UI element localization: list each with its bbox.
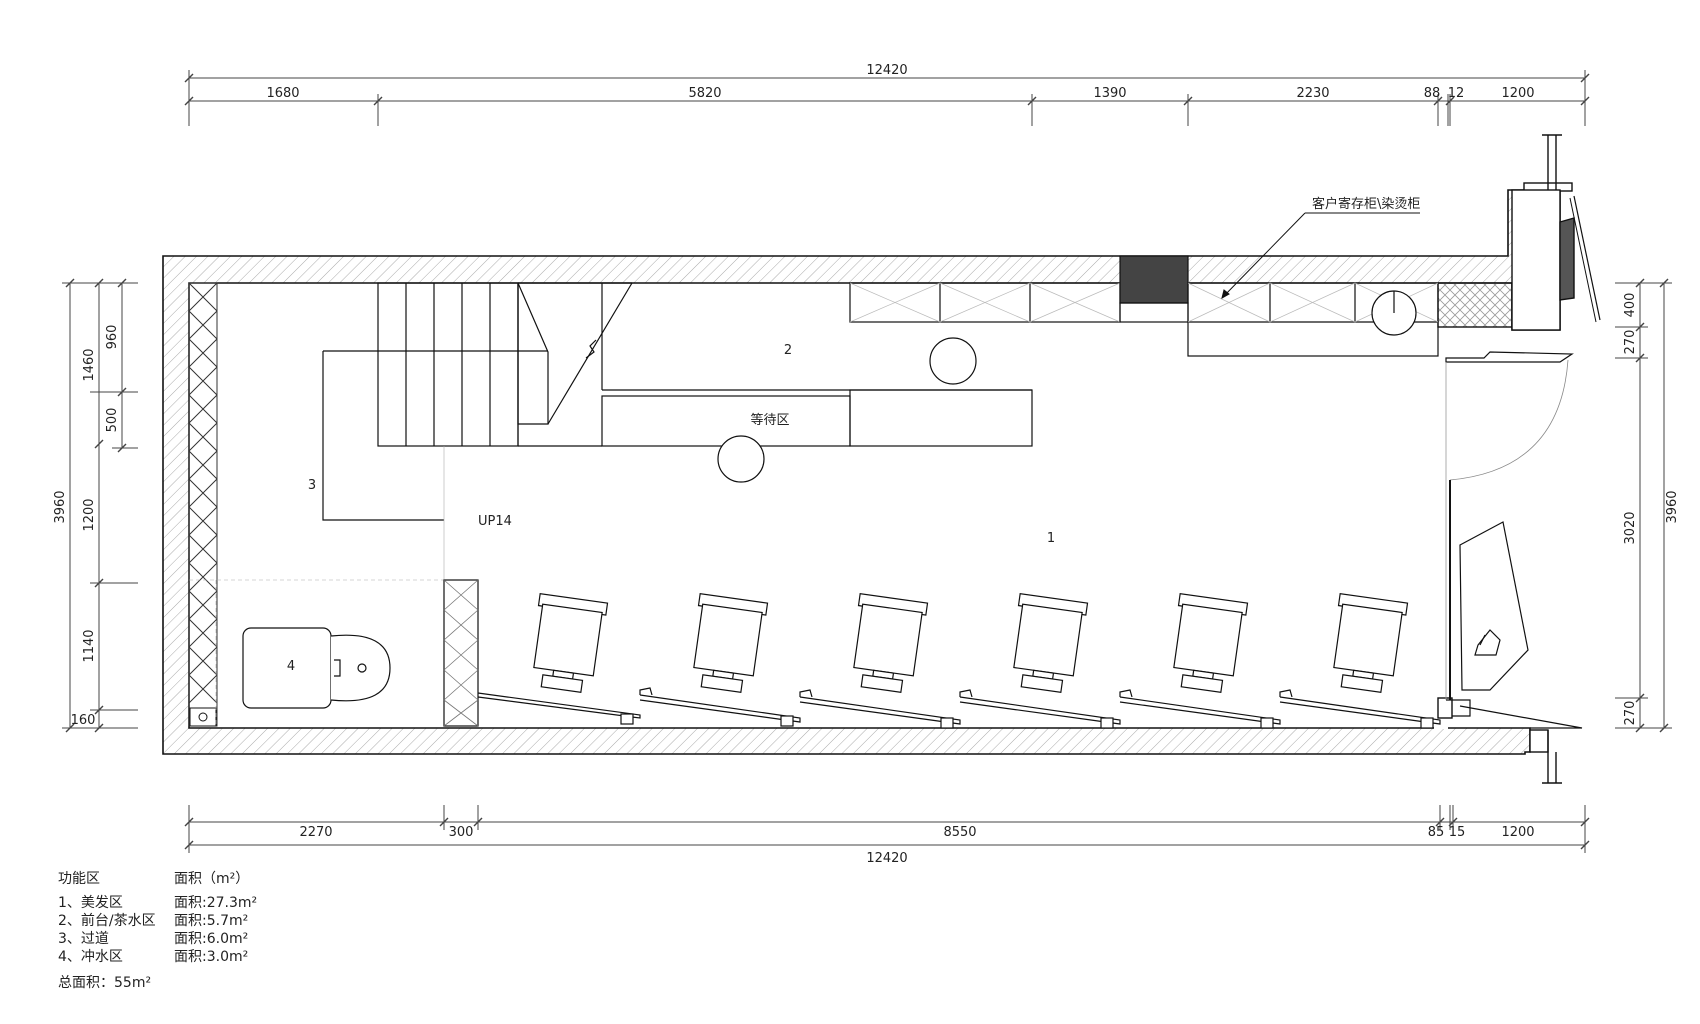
- top-dimension-chain: [184, 70, 1590, 126]
- dim-right-total: 3960: [1665, 490, 1680, 523]
- dim-bottom-1: 2270: [299, 825, 332, 840]
- zone-label-3: 3: [308, 478, 316, 493]
- staircase: [189, 282, 1032, 726]
- dim-left-1140: 1140: [82, 629, 97, 662]
- legend-zone: 4、冲水区: [58, 949, 123, 965]
- dim-bottom-4: 85: [1428, 825, 1445, 840]
- styling-chair: [1333, 592, 1409, 693]
- dim-left-1460: 1460: [82, 348, 97, 381]
- top-dimension-texts: 12420 1680 5820 1390 2230 88 12 1200: [266, 63, 1534, 101]
- dim-top-3: 1390: [1093, 86, 1126, 101]
- legend-header-zone: 功能区: [58, 871, 100, 887]
- dim-right-400: 400: [1623, 293, 1638, 318]
- legend-zone: 3、过道: [58, 931, 109, 947]
- entrance-column: [1437, 189, 1601, 719]
- left-dimension-chain: [62, 278, 138, 733]
- legend-zone: 1、美发区: [58, 895, 123, 911]
- dim-left-160: 160: [71, 713, 96, 728]
- legend-area: 面积:6.0m²: [174, 931, 249, 947]
- dim-top-6: 12: [1448, 86, 1465, 101]
- right-dimension-chain: [1615, 278, 1672, 733]
- legend-row: 1、美发区 面积:27.3m²: [58, 894, 257, 912]
- styling-chair: [533, 592, 609, 693]
- dim-bottom-6: 1200: [1501, 825, 1534, 840]
- bottom-dimension-chain: [184, 805, 1590, 853]
- styling-counters: [477, 687, 1441, 729]
- zone-label-2: 2: [784, 343, 792, 358]
- dim-bottom-5: 15: [1449, 825, 1466, 840]
- dim-top-4: 2230: [1296, 86, 1329, 101]
- reception-counter: [601, 337, 1033, 483]
- dim-top-2: 5820: [688, 86, 721, 101]
- dim-bottom-2: 300: [449, 825, 474, 840]
- legend-row: 4、冲水区 面积:3.0m²: [58, 948, 257, 966]
- front-desk: [1459, 521, 1529, 691]
- dim-left-960: 960: [105, 325, 120, 350]
- dim-right-270-top: 270: [1623, 330, 1638, 355]
- area-legend: 功能区 面积（m²） 1、美发区 面积:27.3m² 2、前台/茶水区 面积:5…: [58, 870, 257, 992]
- dim-left-1200: 1200: [82, 498, 97, 531]
- dim-left-total: 3960: [53, 490, 68, 523]
- bottom-dimension-texts: 2270 300 8550 85 15 1200 12420: [299, 825, 1534, 866]
- dim-top-7: 1200: [1501, 86, 1534, 101]
- left-dimension-texts: 3960 1460 1200 1140 160 960 500: [53, 325, 120, 728]
- entrance-walls: [1523, 134, 1573, 784]
- dim-top-5: 88: [1424, 86, 1441, 101]
- locker-callout-label: 客户寄存柜\染烫柜: [1312, 196, 1420, 212]
- left-storage-column: [188, 282, 218, 727]
- legend-row: 3、过道 面积:6.0m²: [58, 930, 257, 948]
- dim-top-total: 12420: [866, 63, 907, 78]
- dim-right-3020: 3020: [1623, 511, 1638, 544]
- styling-chair: [693, 592, 769, 693]
- legend-row: 2、前台/茶水区 面积:5.7m²: [58, 912, 257, 930]
- legend-area: 面积:3.0m²: [174, 949, 249, 965]
- legend-area: 面积:5.7m²: [174, 913, 249, 929]
- legend-header-area: 面积（m²）: [174, 871, 250, 887]
- stair-up-label: UP14: [478, 514, 512, 529]
- dim-right-270-bottom: 270: [1623, 701, 1638, 726]
- dim-bottom-total: 12420: [866, 851, 907, 866]
- right-dimension-texts: 400 270 3020 270 3960: [1623, 293, 1680, 726]
- legend-area: 面积:27.3m²: [174, 895, 258, 911]
- styling-chair: [1013, 592, 1089, 693]
- dim-top-1: 1680: [266, 86, 299, 101]
- waiting-area-label: 等待区: [750, 412, 789, 428]
- zone-label-4: 4: [287, 659, 295, 674]
- legend-zone: 2、前台/茶水区: [58, 913, 156, 929]
- zone-label-1: 1: [1047, 531, 1055, 546]
- legend-header: 功能区 面积（m²）: [58, 870, 257, 888]
- plan-labels: 1 2 3 4 等待区 UP14 客户寄存柜\染烫柜: [287, 196, 1421, 674]
- top-cabinets: [849, 255, 1439, 357]
- shampoo-station: [242, 579, 479, 727]
- entrance-door: [1445, 351, 1583, 729]
- legend-total: 总面积：55m²: [58, 975, 152, 991]
- styling-chairs: [533, 592, 1409, 693]
- styling-chair: [1173, 592, 1249, 693]
- styling-chair: [853, 592, 929, 693]
- locker-callout-leader: [1221, 212, 1420, 300]
- dim-left-500: 500: [105, 408, 120, 433]
- dim-bottom-3: 8550: [943, 825, 976, 840]
